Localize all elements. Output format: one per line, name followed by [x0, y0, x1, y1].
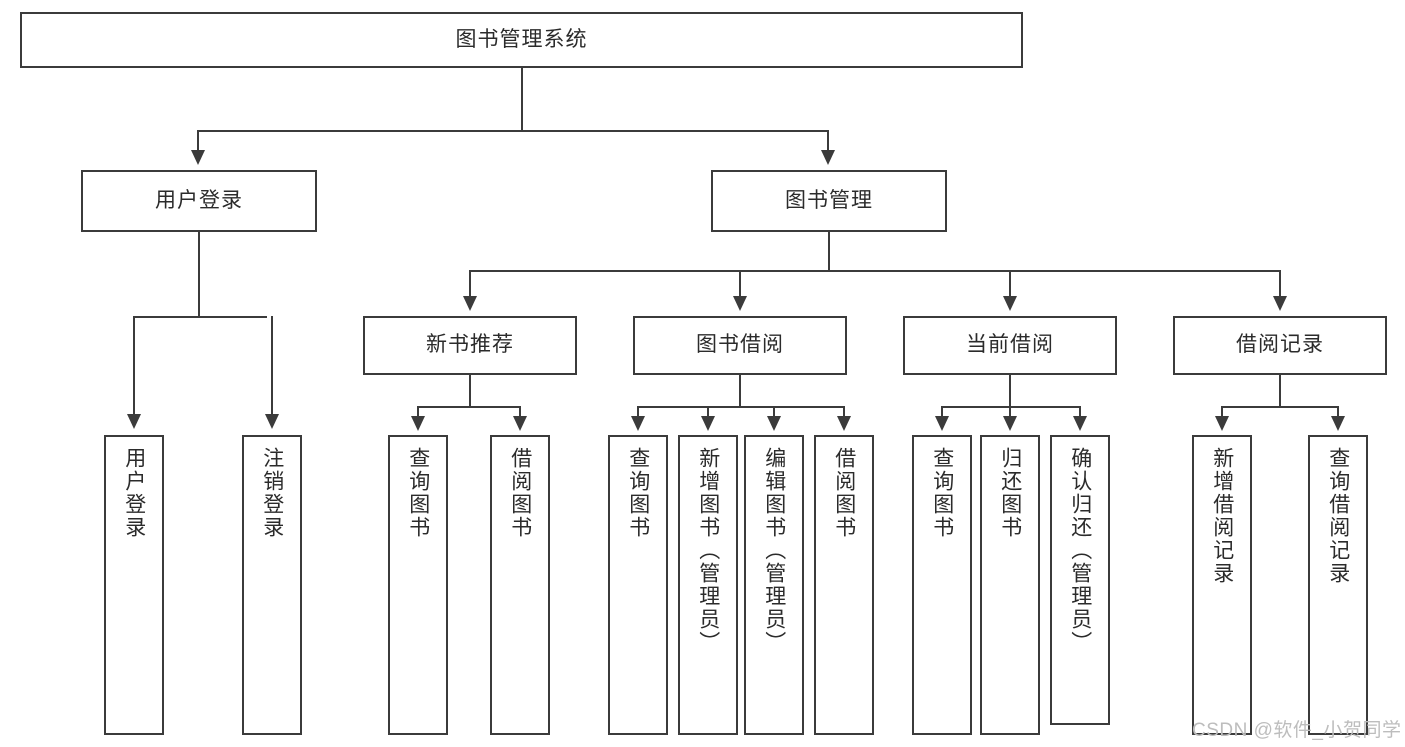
connector-book-management-bus [469, 270, 1281, 272]
arrow-to-leaf-edit-book [767, 416, 781, 431]
arrow-to-leaf-add-record [1215, 416, 1229, 431]
arrow-to-leaf-borrow-book-1 [513, 416, 527, 431]
node-leaf-logout-login-label: 注销登录 [260, 447, 284, 539]
node-root[interactable]: 图书管理系统 [20, 12, 1023, 68]
node-current-borrow[interactable]: 当前借阅 [903, 316, 1117, 375]
connector-root-drop-right [827, 130, 829, 152]
arrow-to-leaf-query-record [1331, 416, 1345, 431]
node-leaf-logout-login[interactable]: 注销登录 [242, 435, 302, 735]
connector-root-stem [521, 68, 523, 131]
arrow-to-leaf-logout-login [265, 414, 279, 429]
node-book-borrow[interactable]: 图书借阅 [633, 316, 847, 375]
connector-cb-drop-3 [1079, 406, 1081, 418]
arrow-to-leaf-user-login [127, 414, 141, 429]
node-leaf-borrow-book-2[interactable]: 借阅图书 [814, 435, 874, 735]
node-borrow-record[interactable]: 借阅记录 [1173, 316, 1387, 375]
connector-root-bus [197, 130, 828, 132]
node-leaf-confirm-return-label: 确认归还（管理员） [1068, 447, 1092, 654]
arrow-to-new-book-recommend [463, 296, 477, 311]
arrow-to-leaf-borrow-book-2 [837, 416, 851, 431]
connector-nbr-drop-1 [417, 406, 419, 418]
node-book-management-label: 图书管理 [785, 188, 873, 212]
node-user-login-label: 用户登录 [155, 188, 243, 212]
node-leaf-query-book-3-label: 查询图书 [930, 447, 954, 539]
node-book-management[interactable]: 图书管理 [711, 170, 947, 232]
connector-bm-drop-2 [739, 270, 741, 298]
node-leaf-query-book-3[interactable]: 查询图书 [912, 435, 972, 735]
node-user-login[interactable]: 用户登录 [81, 170, 317, 232]
node-new-book-recommend-label: 新书推荐 [426, 333, 514, 357]
connector-user-login-drop-1 [133, 316, 135, 416]
connector-nbr-bus [417, 406, 521, 408]
node-current-borrow-label: 当前借阅 [966, 333, 1054, 357]
arrow-to-leaf-query-book-1 [411, 416, 425, 431]
arrow-to-leaf-confirm-return [1073, 416, 1087, 431]
node-book-borrow-label: 图书借阅 [696, 333, 784, 357]
node-leaf-borrow-book-1-label: 借阅图书 [508, 447, 532, 539]
node-leaf-query-record-label: 查询借阅记录 [1326, 447, 1350, 585]
node-leaf-edit-book[interactable]: 编辑图书（管理员） [744, 435, 804, 735]
node-leaf-add-record-label: 新增借阅记录 [1210, 447, 1234, 585]
arrow-to-leaf-return-book [1003, 416, 1017, 431]
connector-bb-drop-3 [773, 406, 775, 418]
node-leaf-user-login-label: 用户登录 [122, 447, 146, 539]
node-leaf-query-record[interactable]: 查询借阅记录 [1308, 435, 1368, 735]
connector-book-management-stem [828, 232, 830, 271]
node-leaf-confirm-return[interactable]: 确认归还（管理员） [1050, 435, 1110, 725]
node-leaf-query-book-1-label: 查询图书 [406, 447, 430, 539]
node-leaf-edit-book-label: 编辑图书（管理员） [762, 447, 786, 654]
arrow-to-leaf-add-book [701, 416, 715, 431]
arrow-to-leaf-query-book-3 [935, 416, 949, 431]
connector-root-drop-left [197, 130, 199, 152]
arrow-to-leaf-query-book-2 [631, 416, 645, 431]
node-leaf-query-book-1[interactable]: 查询图书 [388, 435, 448, 735]
connector-user-login-drop-2 [271, 316, 273, 416]
arrow-to-book-management [821, 150, 835, 165]
node-new-book-recommend[interactable]: 新书推荐 [363, 316, 577, 375]
node-leaf-borrow-book-1[interactable]: 借阅图书 [490, 435, 550, 735]
connector-bm-drop-1 [469, 270, 471, 298]
arrow-to-current-borrow [1003, 296, 1017, 311]
node-leaf-user-login[interactable]: 用户登录 [104, 435, 164, 735]
connector-cb-stem [1009, 375, 1011, 407]
connector-bm-drop-4 [1279, 270, 1281, 298]
arrow-to-user-login [191, 150, 205, 165]
connector-br-drop-1 [1221, 406, 1223, 418]
connector-bb-stem [739, 375, 741, 407]
node-leaf-return-book-label: 归还图书 [998, 447, 1022, 539]
connector-nbr-drop-2 [519, 406, 521, 418]
node-leaf-add-record[interactable]: 新增借阅记录 [1192, 435, 1252, 735]
node-leaf-query-book-2[interactable]: 查询图书 [608, 435, 668, 735]
connector-bb-drop-1 [637, 406, 639, 418]
connector-user-login-stem [198, 232, 200, 317]
connector-br-drop-2 [1337, 406, 1339, 418]
node-leaf-borrow-book-2-label: 借阅图书 [832, 447, 856, 539]
connector-user-login-bus [133, 316, 267, 318]
connector-cb-drop-1 [941, 406, 943, 418]
connector-nbr-stem [469, 375, 471, 407]
arrow-to-book-borrow [733, 296, 747, 311]
connector-br-stem [1279, 375, 1281, 407]
connector-bb-bus [637, 406, 844, 408]
connector-cb-drop-2 [1009, 406, 1011, 418]
node-leaf-add-book-label: 新增图书（管理员） [696, 447, 720, 654]
node-borrow-record-label: 借阅记录 [1236, 333, 1324, 357]
node-leaf-query-book-2-label: 查询图书 [626, 447, 650, 539]
node-root-label: 图书管理系统 [455, 27, 588, 51]
connector-br-bus [1221, 406, 1339, 408]
connector-bb-drop-4 [843, 406, 845, 418]
node-leaf-add-book[interactable]: 新增图书（管理员） [678, 435, 738, 735]
arrow-to-borrow-record [1273, 296, 1287, 311]
node-leaf-return-book[interactable]: 归还图书 [980, 435, 1040, 735]
connector-bb-drop-2 [707, 406, 709, 418]
connector-bm-drop-3 [1009, 270, 1011, 298]
